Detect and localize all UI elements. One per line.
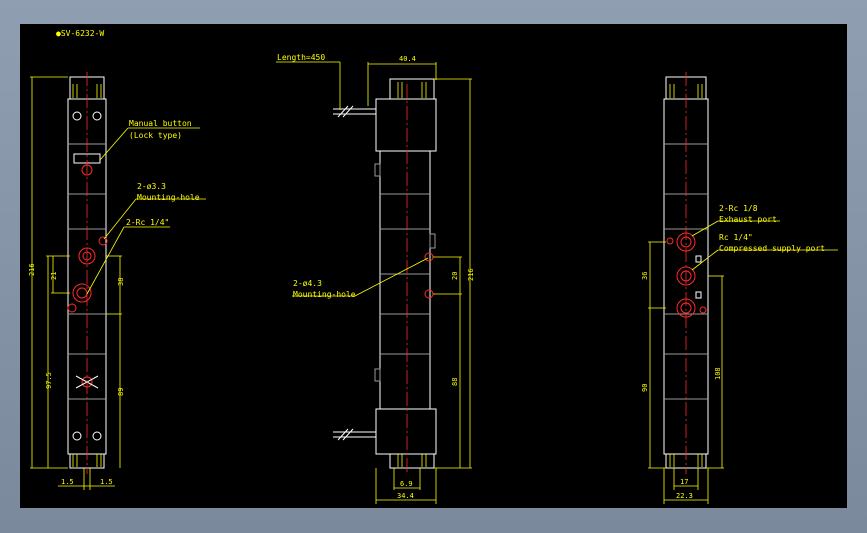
callout-manual-button: Manual button (129, 119, 192, 128)
callout-supply-size: Rc 1/4" (719, 233, 753, 242)
dim-lower-right: 89 (117, 388, 125, 396)
dim-lower-left-right-view: 90 (641, 384, 649, 392)
mount-hole-icon (424, 252, 434, 262)
mount-hole-icon (98, 236, 108, 246)
screw-icon (92, 431, 102, 441)
callout-mount-hole-center: Mounting-hole (293, 290, 356, 299)
left-view: 216 97.5 21 38 89 1.5 1.5 (28, 72, 206, 490)
mount-hole-icon (699, 306, 707, 314)
callout-exhaust-port: Exhaust port (719, 215, 777, 224)
dim-port-pitch-left: 21 (50, 272, 58, 280)
drawing-canvas: ●SV-6232-W (20, 24, 847, 508)
screw-icon (72, 111, 82, 121)
callout-supply-port: Compressed supply port (719, 244, 825, 253)
port-lower-icon (72, 283, 92, 303)
center-bottom-solenoid (375, 408, 437, 455)
dim-overall-height: 216 (28, 263, 36, 276)
callout-mount-hole-size: 2-ø3.3 (137, 182, 166, 191)
cad-drawing: ●SV-6232-W (28, 29, 838, 504)
center-body (379, 150, 431, 410)
mount-hole-icon (424, 289, 434, 299)
dim-bottom-width: 34.4 (397, 492, 414, 500)
dim-lower-height: 97.5 (45, 372, 53, 389)
dim-port-pitch-right-view: 36 (641, 272, 649, 280)
dim-lower-right-right-view: 108 (714, 367, 722, 380)
dim-lower-center: 88 (451, 378, 459, 386)
center-top-solenoid (375, 98, 437, 152)
dim-bottom-inner: 6.9 (400, 480, 413, 488)
right-view: 36 90 108 17 22.3 2-Rc 1/8 (641, 72, 838, 504)
mount-hole-icon (666, 237, 674, 245)
dim-bottom-left: 1.5 (61, 478, 74, 486)
dim-overall-height-center: 216 (467, 268, 475, 281)
dim-bottom-inner-right-view: 17 (680, 478, 688, 486)
callout-mount-hole-size-center: 2-ø4.3 (293, 279, 322, 288)
mount-hole-icon (67, 303, 77, 313)
callout-lock-type: (Lock type) (129, 131, 182, 140)
center-top-coil (389, 78, 435, 100)
drawing-title: ●SV-6232-W (56, 29, 104, 38)
callout-mount-hole: Mounting-hole (137, 193, 200, 202)
callout-port: 2-Rc 1/4" (126, 218, 169, 227)
dim-hole-pitch: 20 (451, 272, 459, 280)
center-bottom-coil (389, 453, 435, 469)
screw-icon (92, 111, 102, 121)
screw-icon (72, 431, 82, 441)
length-label: Length=450 (277, 53, 325, 62)
dim-bottom-width-right-view: 22.3 (676, 492, 693, 500)
dim-bottom-right: 1.5 (100, 478, 113, 486)
callout-exhaust-size: 2-Rc 1/8 (719, 204, 758, 213)
dim-port-pitch-right: 38 (117, 278, 125, 286)
dim-top-width: 40.4 (399, 55, 416, 63)
center-view: Length=450 40.4 20 216 88 (276, 53, 475, 504)
